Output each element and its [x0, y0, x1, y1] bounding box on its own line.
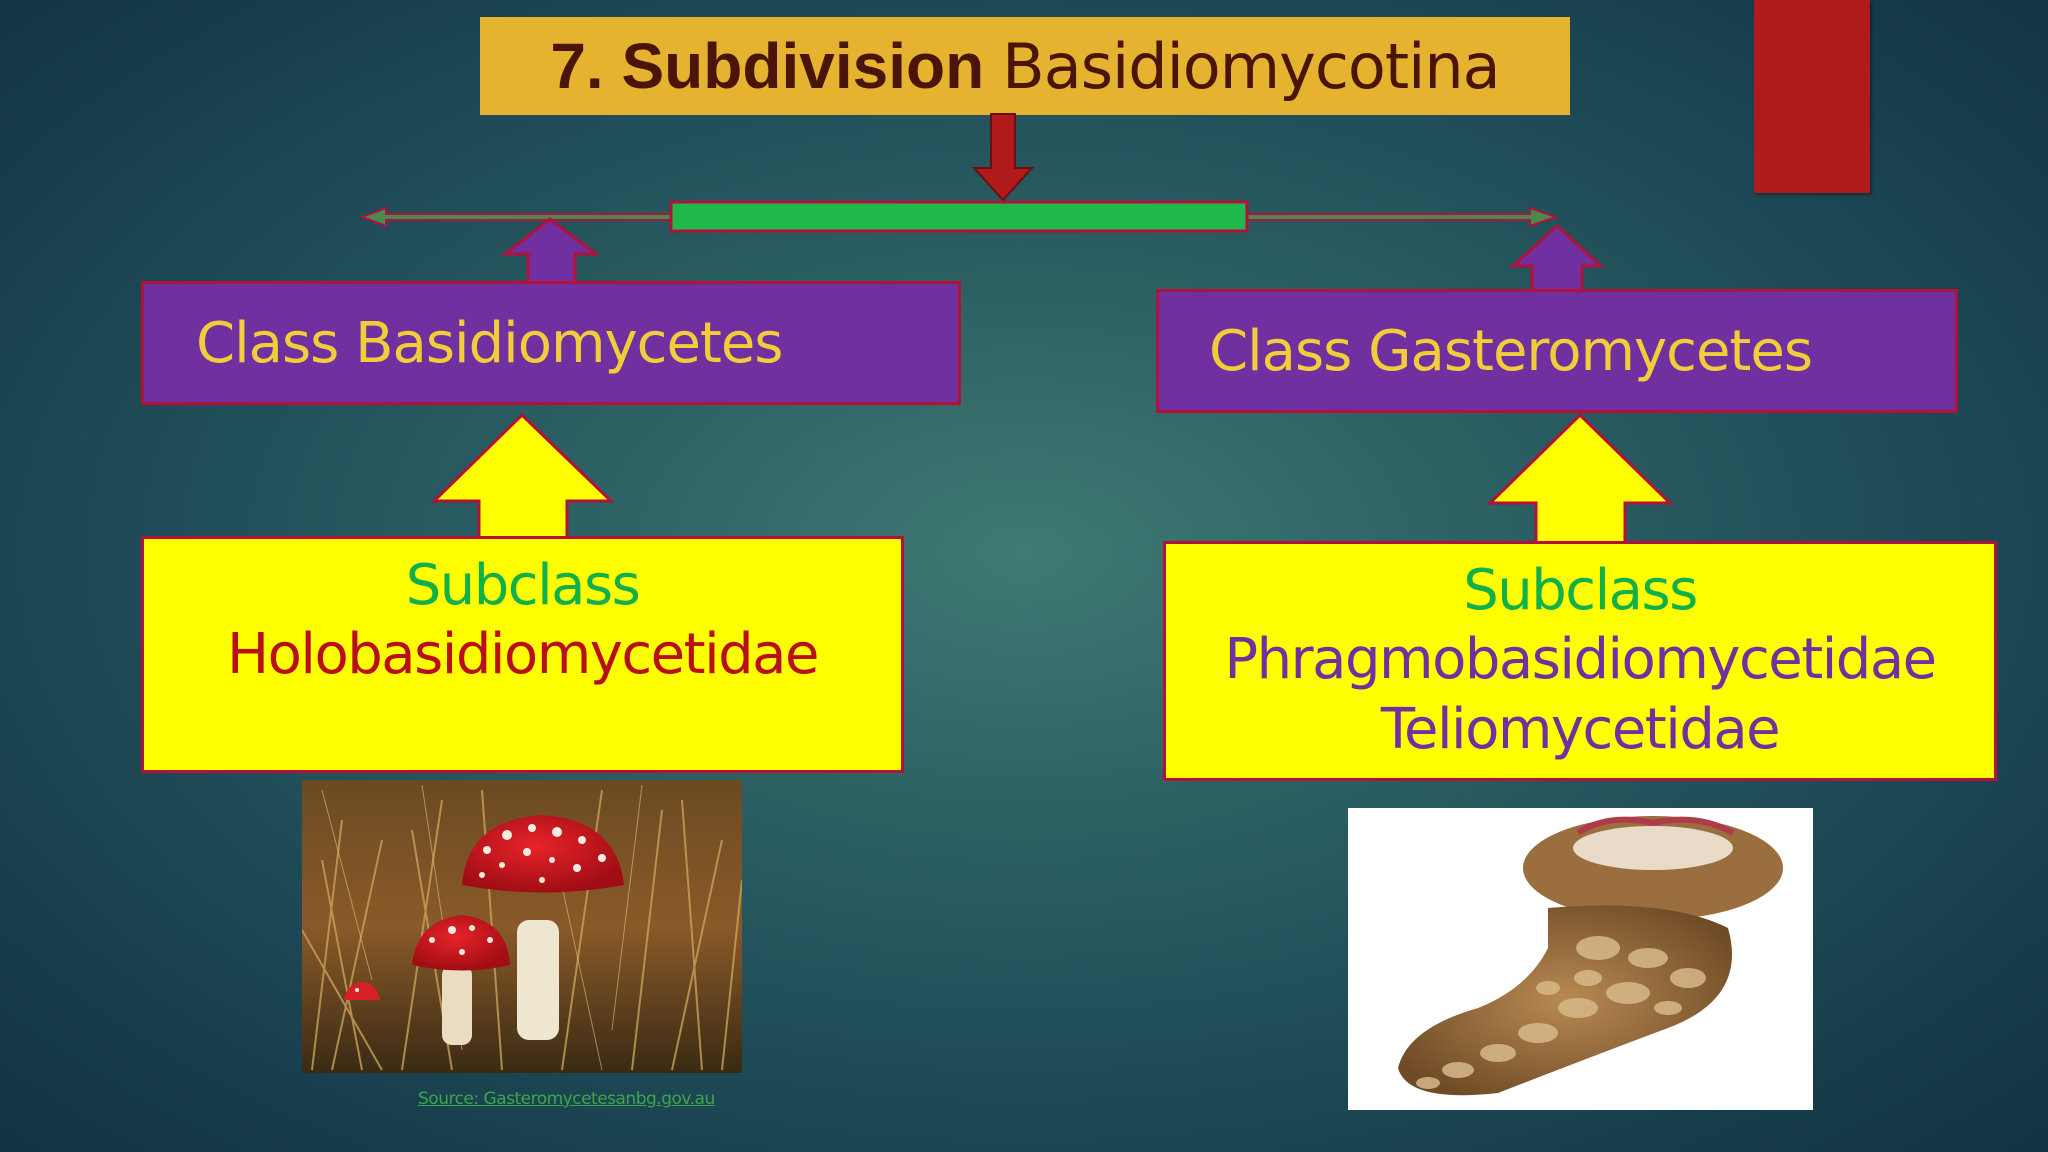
- left-purple-up-arrow: [500, 217, 601, 285]
- corner-accent-bar: [1754, 0, 1870, 193]
- gasteromycete-image: [1348, 808, 1813, 1110]
- subclass-right-box: Subclass Phragmobasidiomycetidae Teliomy…: [1163, 541, 1997, 781]
- source-link[interactable]: Source: Gasteromycetesanbg.gov.au: [418, 1089, 715, 1109]
- class-gasteromycetes-box: Class Gasteromycetes: [1156, 289, 1958, 413]
- subclass-left-box: Subclass Holobasidiomycetidae: [141, 536, 904, 773]
- left-yellow-up-arrow: [430, 412, 615, 542]
- subclass-left-name: Holobasidiomycetidae: [227, 622, 819, 688]
- slide-title: 7. Subdivision Basidiomycotina: [480, 17, 1570, 115]
- title-bold: 7. Subdivision: [550, 30, 985, 102]
- title-normal: Basidiomycotina: [1002, 29, 1500, 103]
- class-right-label: Class Gasteromycetes: [1209, 318, 1813, 384]
- down-arrow: [971, 113, 1035, 202]
- subclass-right-label: Subclass: [1463, 558, 1698, 623]
- class-left-label: Class Basidiomycetes: [196, 310, 783, 376]
- connector-green-bar: [669, 200, 1249, 233]
- subclass-right-name2: Teliomycetidae: [1380, 696, 1781, 762]
- class-basidiomycetes-box: Class Basidiomycetes: [141, 281, 961, 405]
- subclass-left-label: Subclass: [405, 553, 641, 618]
- amanita-mushroom-image: [302, 780, 742, 1073]
- subclass-right-name: Phragmobasidiomycetidae: [1224, 627, 1937, 693]
- right-purple-up-arrow: [1509, 223, 1605, 293]
- right-yellow-up-arrow: [1486, 412, 1674, 546]
